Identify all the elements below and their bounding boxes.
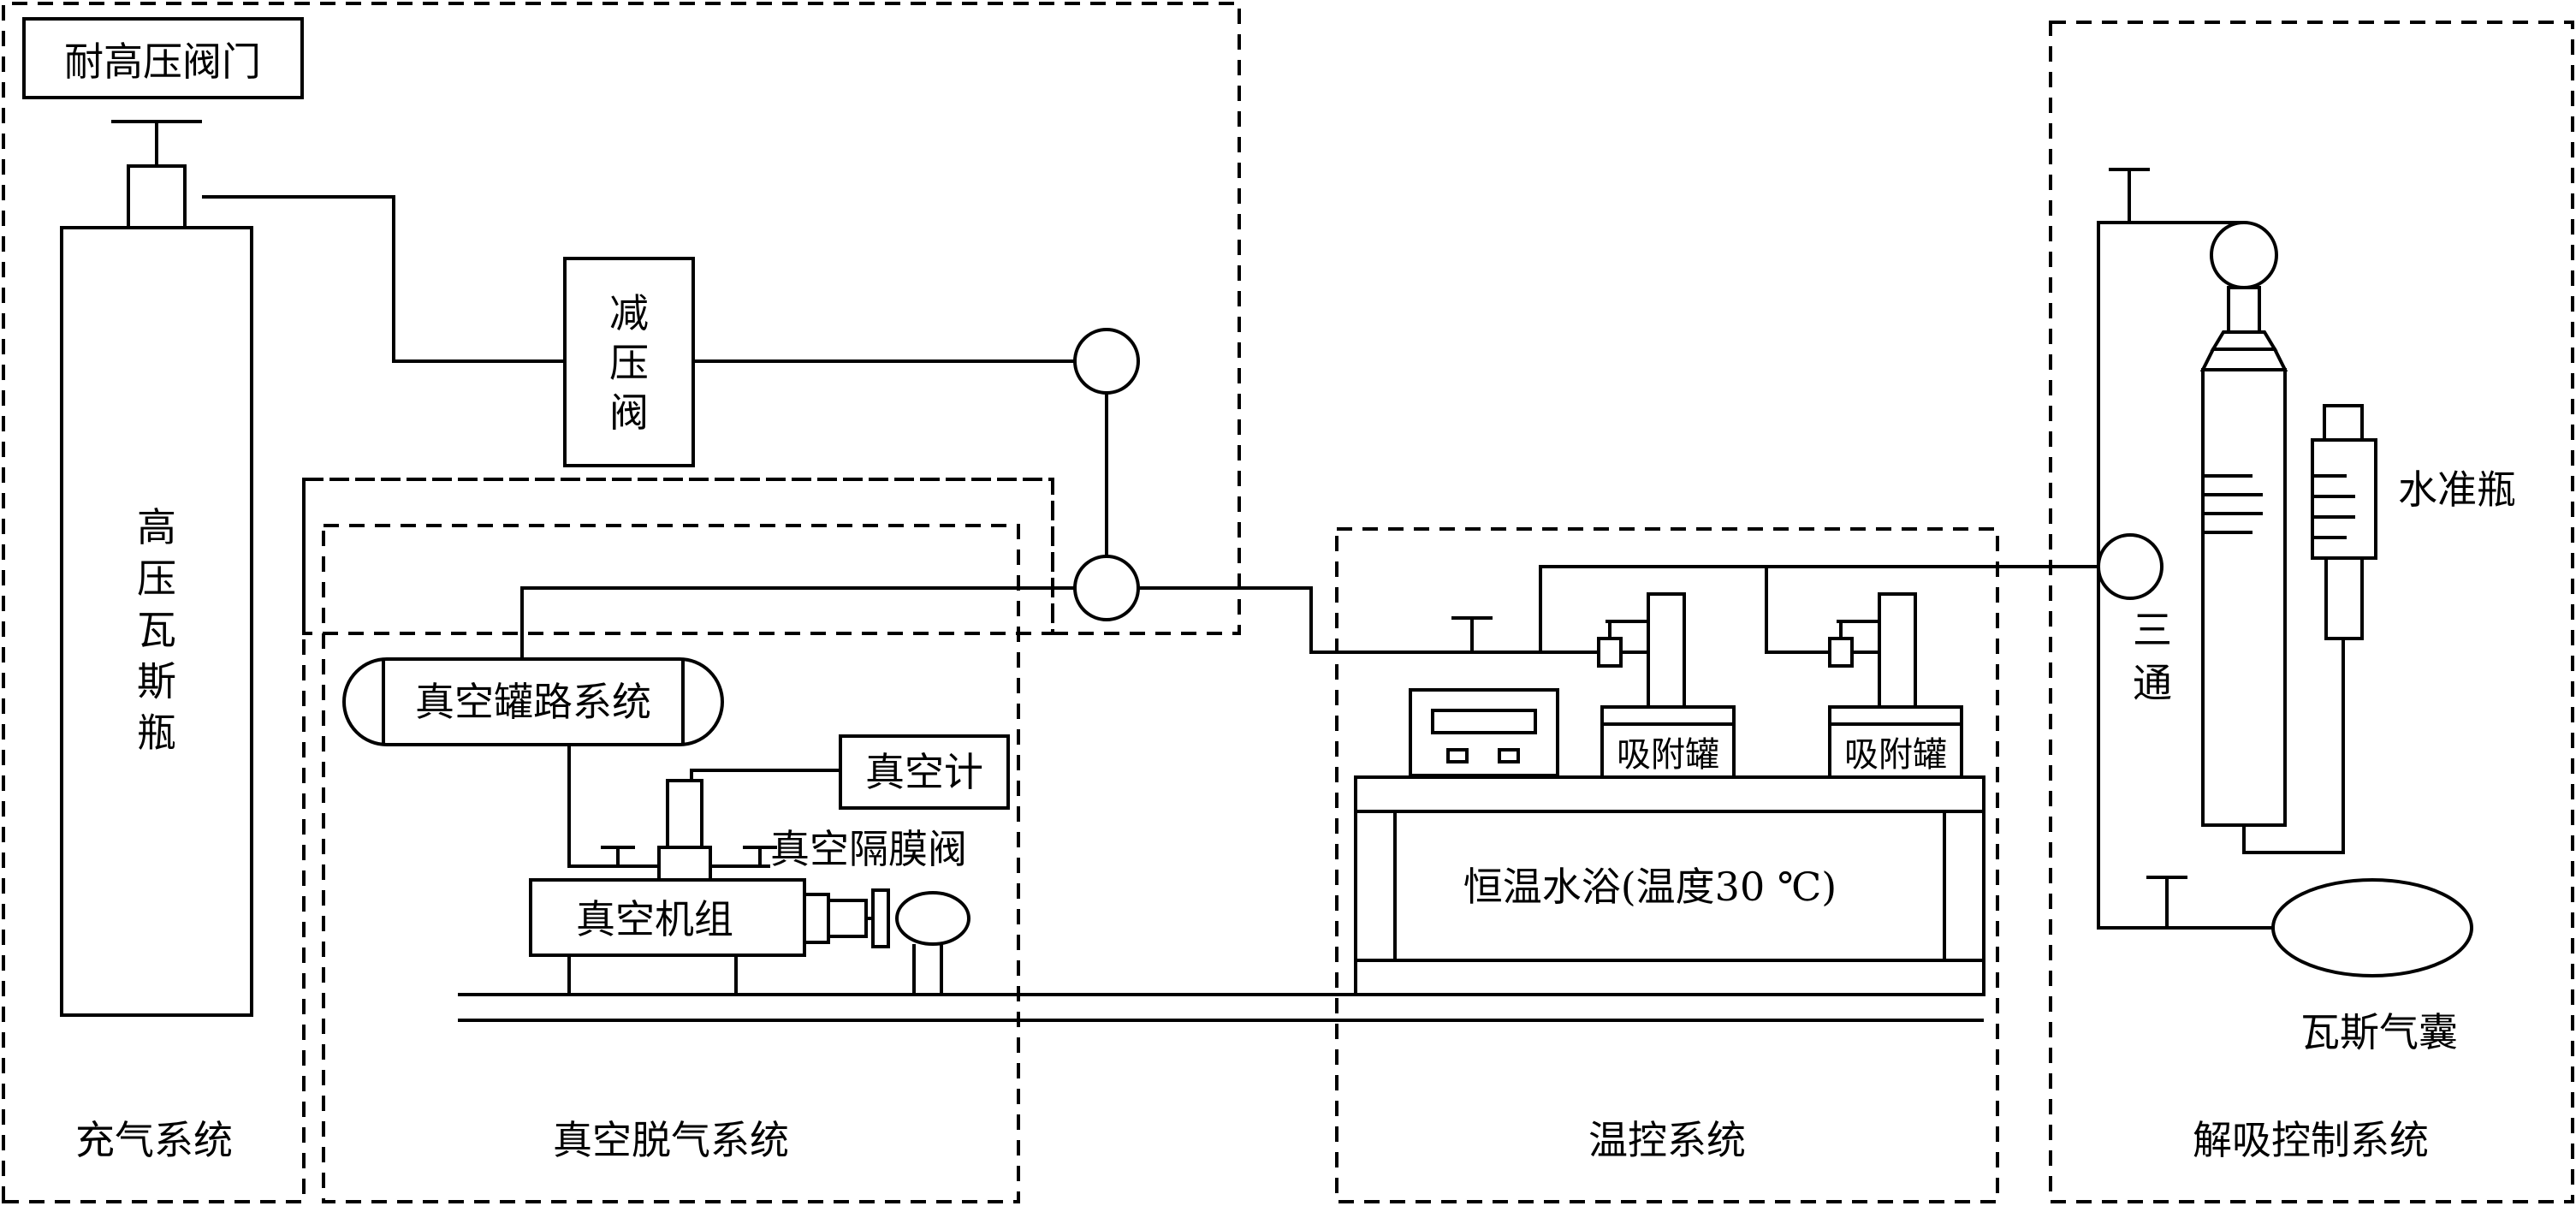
pipe-junction-to-temperature-system — [1138, 586, 1540, 654]
gas-burette — [2199, 221, 2288, 827]
pipe-cylinder-to-reducer — [202, 195, 565, 363]
upper-pipe-junction — [1073, 328, 1140, 395]
three-way-label-char-1: 三 — [2133, 607, 2172, 653]
pressure-reducing-valve[interactable]: 减 压 阀 — [563, 257, 695, 467]
pipe-gauge-to-valve — [690, 769, 840, 781]
adsorption-tank-1: 吸附罐 — [1600, 705, 1736, 779]
adsorption-tank-1-body — [1647, 592, 1686, 709]
adsorption-tank-1-label: 吸附罐 — [1617, 735, 1719, 775]
charging-system-caption: 充气系统 — [75, 1117, 233, 1163]
temperature-controller-display — [1409, 688, 1559, 777]
vacuum-gauge-label: 真空计 — [865, 749, 983, 795]
vacuum-gauge: 真空计 — [839, 734, 1010, 810]
high-pressure-gas-cylinder: 高 压 瓦 斯 瓶 — [60, 226, 253, 1017]
reducer-label-char-3: 阀 — [609, 389, 649, 436]
tank-2-valve[interactable] — [1828, 620, 1879, 668]
cylinder-label-char-3: 瓦 — [137, 607, 176, 653]
vacuum-pump-unit: 真空机组 — [529, 878, 970, 995]
desorption-control-system-boundary — [2049, 21, 2574, 1203]
vacuum-unit-label: 真空机组 — [576, 896, 733, 942]
water-leveling-bottle: 水准瓶 — [2311, 404, 2516, 640]
pipe-junction-to-vacuum-tank — [520, 586, 1075, 659]
pipe-burette-to-leveling-bottle — [2242, 639, 2345, 854]
vacuum-tank-system-label: 真空罐路系统 — [415, 679, 651, 725]
vacuum-degassing-outer-boundary — [302, 478, 1054, 635]
vacuum-pump-motor — [895, 891, 970, 946]
pipe-three-way-down — [2097, 567, 2280, 930]
tank-1-valve[interactable] — [1597, 620, 1648, 668]
burette-top-valve[interactable] — [2109, 168, 2150, 223]
gas-bag-label: 瓦斯气囊 — [2300, 1009, 2458, 1055]
diaphragm-valve-label: 真空隔膜阀 — [770, 826, 967, 872]
high-pressure-valve-label: 耐高压阀门 — [64, 39, 261, 85]
cylinder-label-char-4: 斯 — [137, 658, 176, 704]
high-pressure-valve-label-box: 耐高压阀门 — [22, 17, 304, 99]
vacuum-diaphragm-valve[interactable]: 真空隔膜阀 — [601, 779, 967, 882]
reducer-label-char-1: 减 — [609, 290, 649, 336]
vacuum-degassing-system-caption: 真空脱气系统 — [553, 1117, 789, 1163]
inlet-valve[interactable] — [1451, 616, 1493, 652]
constant-temperature-water-bath: 恒温水浴(温度30 ℃) — [1354, 775, 1985, 996]
reducer-label-char-2: 压 — [609, 340, 649, 386]
water-bath-label: 恒温水浴(温度30 ℃) — [1463, 864, 1837, 910]
cylinder-label-char-2: 压 — [137, 555, 176, 602]
three-way-label-char-2: 通 — [2133, 660, 2172, 706]
adsorption-tank-2: 吸附罐 — [1828, 705, 1963, 779]
adsorption-tank-2-body — [1878, 592, 1917, 709]
main-header-pipe — [1539, 565, 2098, 652]
gas-bag-valve[interactable] — [2146, 876, 2187, 928]
vacuum-tank-system: 真空罐路系统 — [342, 657, 724, 746]
pipe-header-to-tank-2 — [1765, 567, 1830, 654]
desorption-control-system-caption: 解吸控制系统 — [2193, 1117, 2429, 1163]
lower-pipe-junction — [1073, 555, 1140, 621]
gas-bag — [2271, 878, 2473, 977]
cylinder-label-char-5: 瓶 — [137, 710, 176, 756]
three-way-valve[interactable] — [2097, 533, 2163, 600]
leveling-bottle-label: 水准瓶 — [2398, 466, 2516, 513]
vacuum-degassing-system-boundary — [322, 524, 1020, 1203]
cylinder-label-char-1: 高 — [137, 504, 176, 550]
pipe-three-way-up — [2097, 221, 2244, 567]
cylinder-valve[interactable] — [111, 120, 202, 229]
adsorption-tank-2-label: 吸附罐 — [1844, 735, 1947, 775]
temperature-control-system-caption: 温控系统 — [1588, 1117, 1746, 1163]
pipe-tank-to-vacuum-unit — [567, 745, 601, 868]
